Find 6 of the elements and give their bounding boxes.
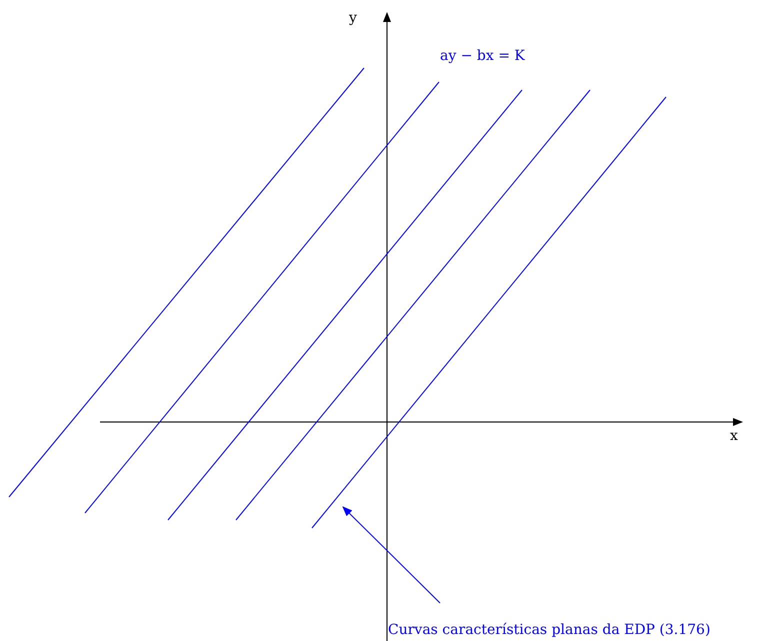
characteristic-line: [312, 96, 666, 528]
equation-label: ay − bx = K: [440, 48, 525, 64]
axis-label: x: [730, 428, 738, 444]
caption-text: Curvas características planas da EDP (3.176): [388, 622, 710, 638]
axis-label: y: [349, 10, 357, 26]
leader-arrow: [342, 506, 440, 604]
